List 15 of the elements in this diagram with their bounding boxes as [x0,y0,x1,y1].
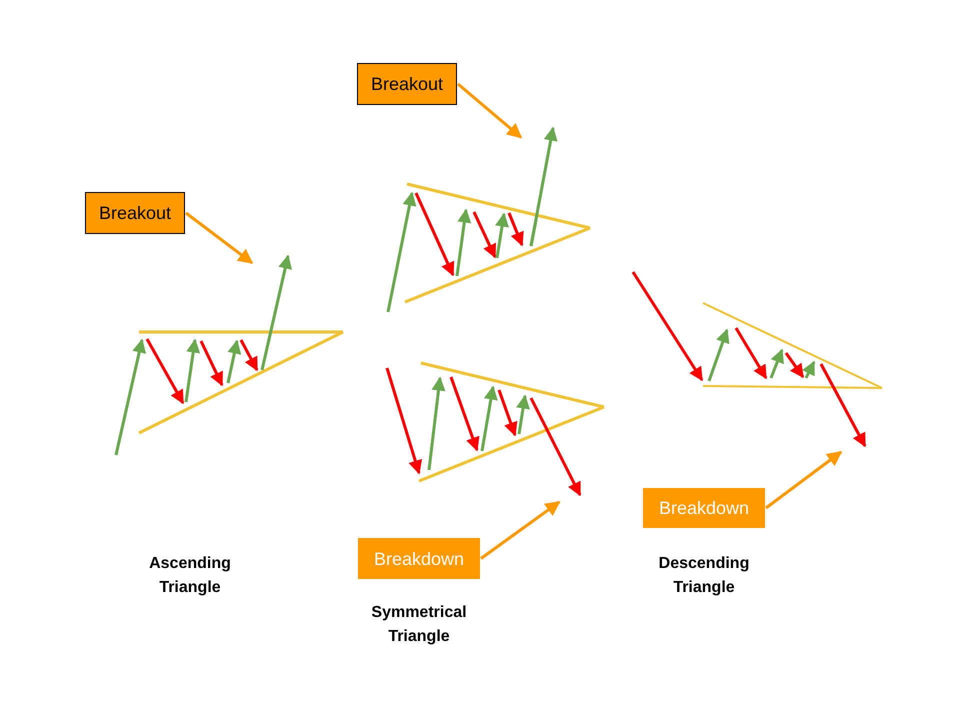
box-label: Breakdown [658,497,750,520]
arrow [185,212,254,264]
pattern-caption: Descending Triangle [658,554,750,598]
pattern-caption: Ascending Triangle [148,554,232,598]
label-box [358,538,480,579]
box-label: Breakdown [374,548,464,570]
label-box [643,488,765,528]
label-box [357,63,457,105]
arrow [480,500,560,560]
box-label: Breakout [98,202,172,225]
arrow [765,450,842,510]
box-label: Breakout [370,73,444,96]
arrow [457,82,522,139]
pattern-caption: Symmetrical Triangle [370,603,468,647]
label-box [85,192,185,234]
